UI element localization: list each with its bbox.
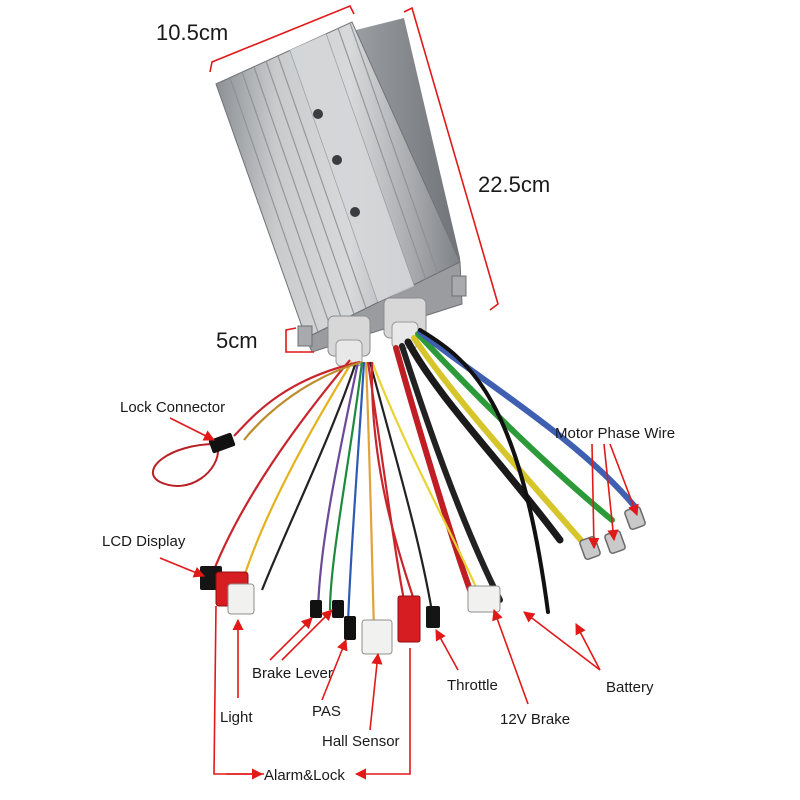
brake-connector — [310, 600, 322, 618]
hall-sensor-connector — [361, 619, 393, 655]
lcd-display-label: LCD Display — [102, 533, 186, 550]
lock-connector — [208, 432, 236, 454]
dimension-length-label: 22.5cm — [478, 172, 550, 197]
screw-icon — [350, 207, 360, 217]
dimension-brackets — [209, 4, 499, 353]
pas-label: PAS — [312, 703, 341, 720]
pas-connector-2 — [344, 616, 356, 640]
lock-connector-label: Lock Connector — [120, 399, 225, 416]
pas-connector — [332, 600, 344, 618]
12v-brake-connector — [467, 585, 501, 613]
annotation-arrows — [159, 417, 639, 780]
throttle-label: Throttle — [447, 677, 498, 694]
controller-housing — [215, 18, 467, 367]
alarm-lock-connector — [397, 595, 421, 643]
motor-phase-wire-label: Motor Phase Wire — [555, 425, 675, 442]
dimension-height-label: 5cm — [216, 328, 258, 353]
screw-icon — [313, 109, 323, 119]
alarm-lock-label: Alarm&Lock — [264, 767, 345, 784]
screw-icon — [332, 155, 342, 165]
lock-loop-wire — [152, 443, 220, 487]
throttle-connector — [426, 606, 440, 628]
connectors — [200, 432, 501, 655]
dimension-width-label: 10.5cm — [156, 20, 228, 45]
motor-phase-wires — [393, 328, 639, 614]
light-label: Light — [220, 709, 253, 726]
brake-lever-label: Brake Lever — [252, 665, 333, 682]
12v-brake-label: 12V Brake — [500, 711, 570, 728]
signal-wire-harness — [208, 359, 480, 631]
cable-gland-left — [327, 315, 371, 367]
light-connector-white — [227, 583, 255, 615]
hall-sensor-label: Hall Sensor — [322, 733, 400, 750]
battery-label: Battery — [606, 679, 654, 696]
